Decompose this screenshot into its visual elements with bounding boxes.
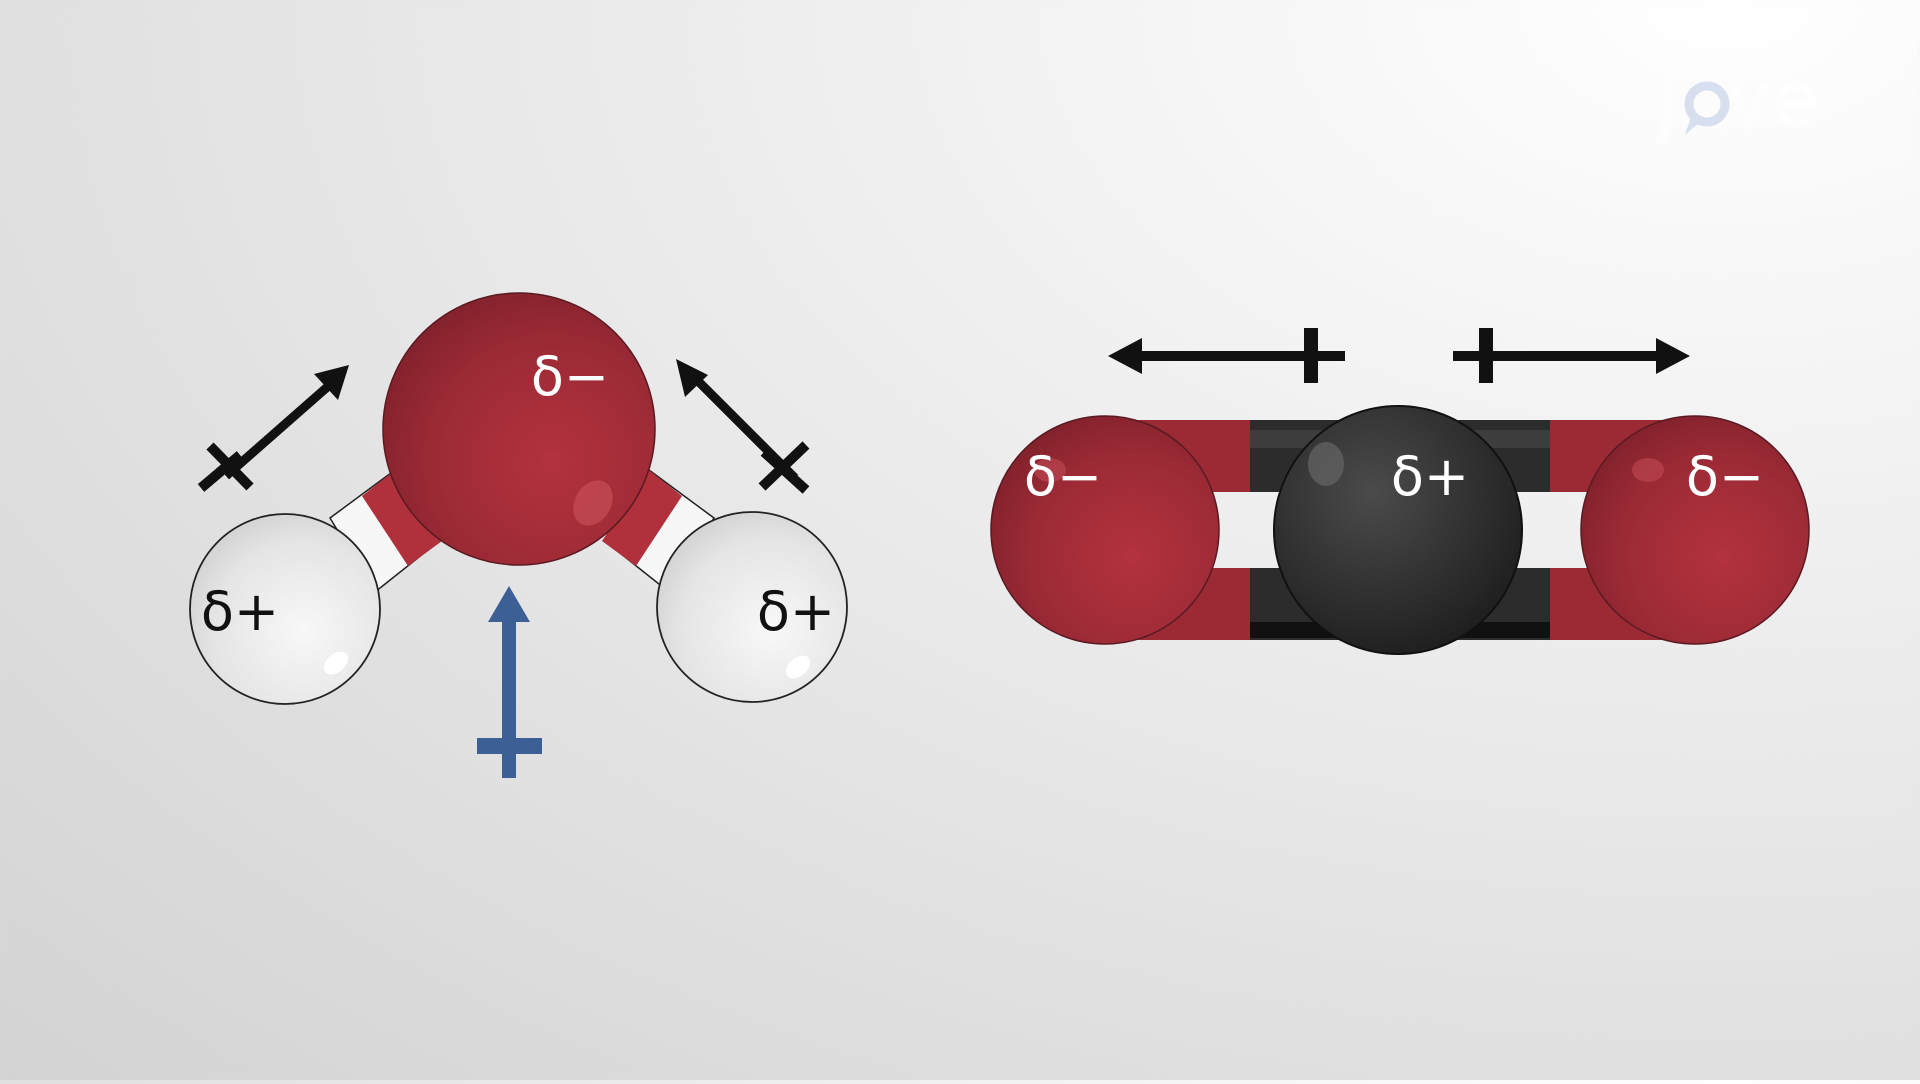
net-dipole-arrow [477,586,542,778]
co2-oxygen-left-charge-label: δ− [1024,445,1102,508]
hydrogen-atom-right [656,511,848,703]
hydrogen-atom-left [189,513,381,705]
oxygen-atom-co2-left [990,415,1220,645]
co2-dipole-arrow-left [1108,328,1345,383]
bond-dipole-arrow-right [676,359,810,494]
co2-oxygen-right-charge-label: δ− [1686,445,1764,508]
carbon-dioxide-molecule: δ− δ+ δ− [990,328,1810,655]
hydrogen-right-charge-label: δ+ [757,580,835,643]
jove-logo [1655,61,1818,145]
oxygen-atom-water [382,292,656,566]
co2-carbon-charge-label: δ+ [1391,445,1469,508]
water-molecule: δ− δ+ δ+ [189,292,848,778]
hydrogen-left-charge-label: δ+ [201,580,279,643]
co2-dipole-arrow-right [1453,328,1690,383]
carbon-atom [1273,405,1523,655]
oxygen-atom-co2-right [1580,415,1810,645]
bond-dipole-arrow-left [197,365,349,492]
oxygen-charge-label: δ− [531,345,609,408]
